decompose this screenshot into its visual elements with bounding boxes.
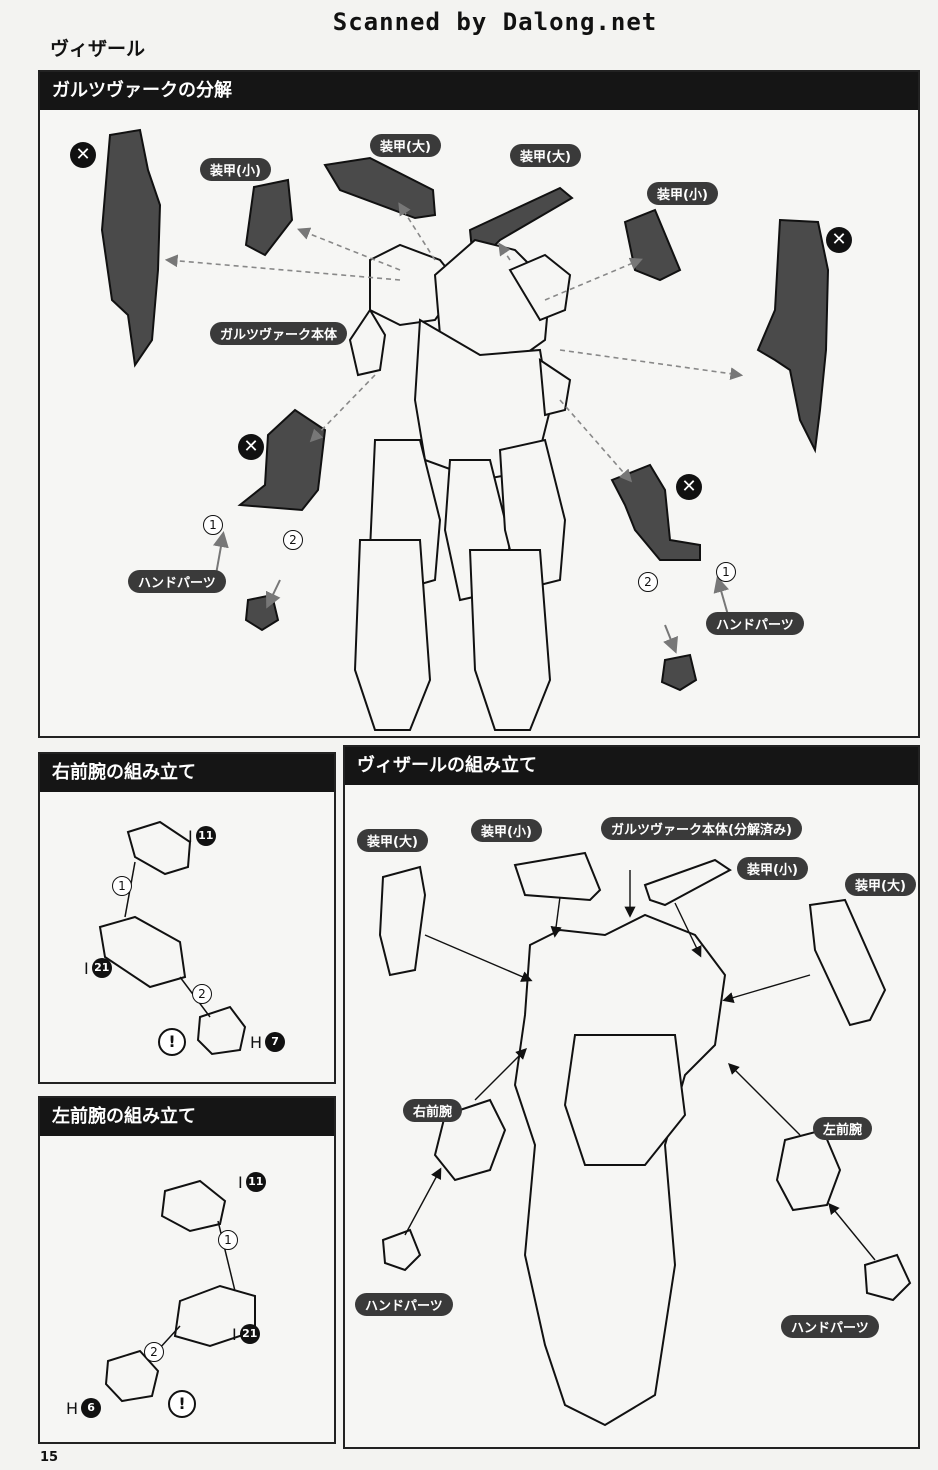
label-body-disassembled: ガルツヴァーク本体(分解済み) (601, 817, 802, 840)
label-hand-part-right: ハンドパーツ (706, 612, 804, 635)
part-i21-right (98, 915, 187, 989)
step-number-2: 2 (144, 1342, 164, 1362)
armor-large-left-drawing (378, 865, 427, 977)
part-letter: I (232, 1324, 237, 1344)
part-code-i21-right: I 21 (84, 958, 112, 978)
armor-small-right-part (623, 208, 682, 282)
label-armor-small-right: 装甲(小) (647, 182, 718, 205)
part-i11-left (160, 1179, 227, 1233)
watermark: Scanned by Dalong.net (332, 8, 658, 36)
part-code-i11-right: I 11 (188, 826, 216, 846)
panel-vizar-assembly-title: ヴィザールの組み立て (345, 747, 918, 785)
hand-left-drawing (381, 1228, 422, 1272)
armor-large-left-part (323, 156, 437, 220)
left-forearm-diagram (104, 1179, 256, 1403)
step-number-1: 1 (218, 1230, 238, 1250)
left-shoulder-block-part (237, 408, 327, 512)
part-number: 6 (81, 1398, 102, 1418)
garzvarg-body-drawing (348, 238, 572, 731)
step-number-2-left: 2 (283, 530, 303, 550)
page-title: ヴィザール (50, 38, 146, 60)
caution-mark: ! (158, 1028, 186, 1056)
part-number: 21 (239, 1324, 260, 1344)
part-code-h6: H 6 (66, 1398, 102, 1418)
label-armor-small-left: 装甲(小) (471, 819, 542, 842)
armor-small-left-part (244, 178, 294, 257)
part-code-i11-left: I 11 (238, 1172, 266, 1192)
hand-part-left (244, 593, 280, 632)
page-number: 15 (40, 1450, 59, 1465)
hand-part-right (660, 653, 698, 692)
step-number-2: 2 (192, 984, 212, 1004)
part-number: 21 (91, 958, 112, 978)
panel-vizar-assembly: ヴィザールの組み立て (343, 745, 920, 1449)
label-armor-large-right: 装甲(大) (510, 144, 581, 167)
armor-small-left-drawing (513, 851, 602, 902)
remove-mark-left-armor: ✕ (70, 142, 96, 168)
label-hand-part-left: ハンドパーツ (128, 570, 226, 593)
part-number: 11 (195, 826, 216, 846)
panel-left-forearm-title: 左前腕の組み立て (40, 1098, 334, 1136)
label-armor-small-left: 装甲(小) (200, 158, 271, 181)
label-armor-large-left: 装甲(大) (357, 829, 428, 852)
panel-disassembly: ガルツヴァークの分解 (38, 70, 920, 738)
part-letter: I (238, 1172, 243, 1192)
part-h6 (104, 1349, 160, 1403)
part-code-h7: H 7 (250, 1032, 286, 1052)
panel-disassembly-title: ガルツヴァークの分解 (40, 72, 918, 110)
label-left-forearm: 左前腕 (813, 1117, 873, 1140)
part-letter: I (84, 958, 89, 978)
caution-mark: ! (168, 1390, 196, 1418)
part-letter: H (66, 1398, 79, 1418)
step-number-1-right: 1 (716, 562, 736, 582)
right-forearm-diagram (98, 820, 247, 1056)
right-side-armor-part (756, 218, 830, 454)
left-side-armor-part (100, 128, 162, 368)
label-garzvarg-body: ガルツヴァーク本体 (210, 322, 348, 345)
part-letter: H (250, 1032, 263, 1052)
label-armor-large-left: 装甲(大) (370, 134, 441, 157)
label-armor-large-right: 装甲(大) (845, 873, 916, 896)
part-letter: I (188, 826, 193, 846)
label-hand-part-right: ハンドパーツ (781, 1315, 879, 1338)
disassembly-diagram (100, 128, 830, 731)
left-forearm-drawing (775, 1128, 842, 1212)
vizar-body-drawing (513, 913, 727, 1427)
panel-right-forearm: 右前腕の組み立て I 11 I 21 H 7 1 2 ! (38, 752, 336, 1084)
part-i11-right (126, 820, 192, 876)
step-number-1-left: 1 (203, 515, 223, 535)
right-shoulder-block-part (610, 463, 701, 561)
panel-left-forearm: 左前腕の組み立て I 11 I 21 H 6 1 2 ! (38, 1096, 336, 1444)
step-number-1: 1 (112, 876, 132, 896)
label-hand-part-left: ハンドパーツ (355, 1293, 453, 1316)
part-code-i21-left: I 21 (232, 1324, 260, 1344)
remove-mark-right-armor: ✕ (826, 227, 852, 253)
label-right-forearm: 右前腕 (403, 1099, 463, 1122)
hand-right-drawing (863, 1253, 912, 1302)
armor-small-right-drawing (643, 858, 732, 907)
label-armor-small-right: 装甲(小) (737, 857, 808, 880)
step-number-2-right: 2 (638, 572, 658, 592)
part-h7 (196, 1005, 247, 1056)
remove-mark-left-shoulder: ✕ (238, 434, 264, 460)
remove-mark-right-shoulder: ✕ (676, 474, 702, 500)
assembly-diagram (378, 851, 912, 1427)
part-number: 7 (265, 1032, 286, 1052)
panel-right-forearm-title: 右前腕の組み立て (40, 754, 334, 792)
armor-large-right-drawing (808, 898, 887, 1027)
part-number: 11 (245, 1172, 266, 1192)
